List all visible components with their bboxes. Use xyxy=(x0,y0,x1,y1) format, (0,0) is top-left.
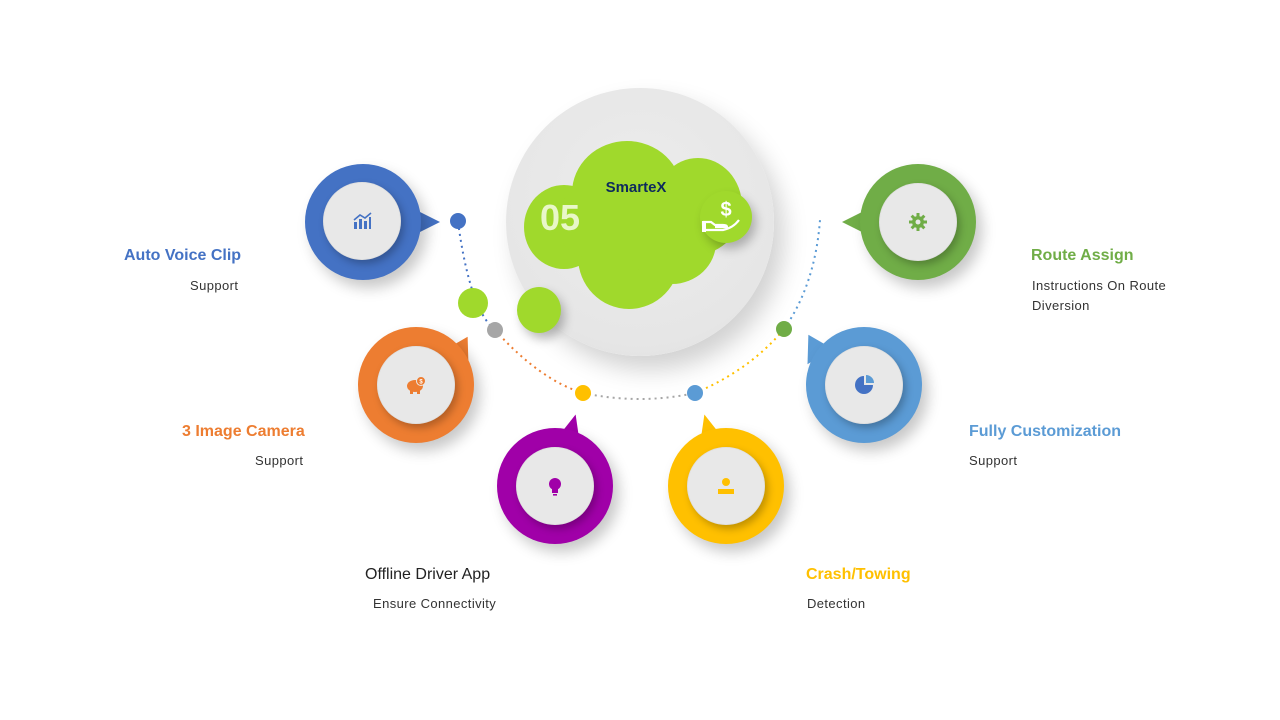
cloud-bubble-small xyxy=(458,288,488,318)
item-title-crash-towing: Crash/Towing xyxy=(806,566,911,583)
item-subtitle-3-image-camera: Support xyxy=(255,453,304,468)
item-title-auto-voice-clip: Auto Voice Clip xyxy=(124,247,242,264)
item-subtitle-offline-driver-app: Ensure Connectivity xyxy=(373,596,497,611)
hub-number: 05 xyxy=(540,197,581,238)
lightbulb-icon xyxy=(549,478,561,496)
item-title-fully-customization: Fully Customization xyxy=(969,423,1121,440)
pie-chart-icon xyxy=(855,375,874,394)
connector-dot-green xyxy=(776,321,792,337)
item-subtitle-route-assign: Instructions On Route Diversion xyxy=(1032,278,1167,313)
item-title-route-assign: Route Assign xyxy=(1031,247,1134,264)
item-title-offline-driver-app: Offline Driver App xyxy=(365,566,491,583)
bar-chart-icon xyxy=(353,212,372,229)
connector-dot-yellow xyxy=(575,385,591,401)
piggy-bank-icon: $ xyxy=(407,376,426,394)
connector-dot-blue xyxy=(450,213,466,229)
connector-dot-lightblue xyxy=(687,385,703,401)
connector-dot-gray xyxy=(487,322,503,338)
item-subtitle-crash-towing: Detection xyxy=(807,596,866,611)
cloud-bubble-medium xyxy=(517,287,561,333)
hub-icon-bubble xyxy=(700,191,752,243)
person-icon xyxy=(718,478,734,494)
hub-brand: SmarteX xyxy=(605,179,667,196)
item-title-3-image-camera: 3 Image Camera xyxy=(182,423,305,440)
money-hand-icon: $ xyxy=(701,196,741,236)
svg-text:$: $ xyxy=(720,199,731,221)
svg-text:$: $ xyxy=(419,380,423,386)
item-subtitle-fully-customization: Support xyxy=(969,453,1018,468)
item-subtitle-auto-voice-clip: Support xyxy=(190,278,239,293)
gear-icon xyxy=(909,213,927,231)
